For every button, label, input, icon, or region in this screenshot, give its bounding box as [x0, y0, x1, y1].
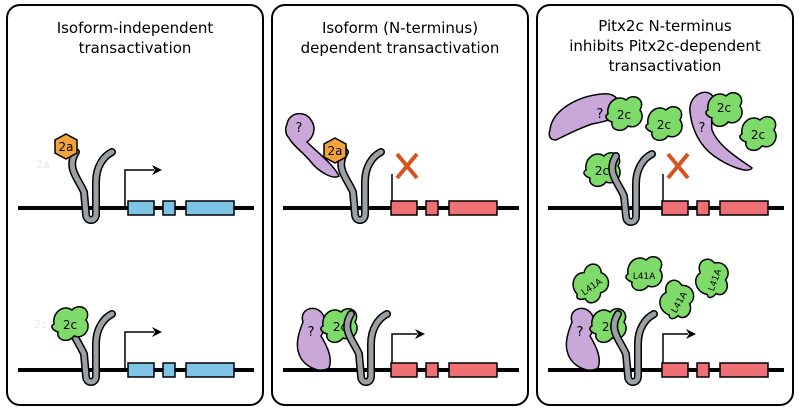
title-line-2: dependent transactivation — [300, 39, 500, 57]
partner-protein-icon — [284, 112, 340, 178]
panel-isoform-dependent: Isoform (N-terminus) dependent transacti… — [271, 4, 529, 406]
arrow-head — [415, 329, 425, 339]
panel-isoform-independent: Isoform-independent transactivation 2a 2… — [6, 4, 264, 406]
exon-box-icon — [390, 200, 418, 216]
hairpin-fill — [338, 149, 384, 223]
l41a-mutant: L41A — [572, 263, 610, 304]
exon-box-icon — [661, 362, 689, 378]
hairpin-fill — [344, 311, 390, 385]
isoform-2c-icon — [705, 92, 743, 128]
top-row: 2a 2a — [18, 133, 254, 224]
exon-box-icon — [719, 362, 769, 378]
exon-box-icon — [696, 362, 710, 378]
l41a-mutant: L41A — [659, 279, 695, 320]
arrow-head — [686, 329, 696, 339]
free-2c-monomer-right: 2c — [739, 116, 777, 152]
hairpin-fill — [69, 149, 115, 223]
exon-box-icon — [661, 200, 689, 216]
panel-title: Isoform (N-terminus) dependent transacti… — [273, 18, 527, 58]
free-2c-monomer: 2c — [645, 106, 683, 142]
exon-box-icon — [448, 362, 498, 378]
l41a-mutant: L41A — [694, 258, 729, 299]
top-row: ? 2a — [283, 112, 519, 224]
partner-label: ? — [577, 325, 584, 340]
promoter-arrow-icon — [662, 333, 688, 370]
panel-title: Pitx2c N-terminus inhibits Pitx2c-depend… — [538, 16, 792, 76]
factor-label: 2c — [595, 164, 609, 178]
promoter-arrow-icon — [391, 333, 417, 370]
free-complex-right: ? 2c — [689, 91, 754, 171]
isoform-2a-icon — [323, 137, 347, 164]
factor-label: 2c — [717, 101, 731, 115]
isoform-2c-icon — [51, 306, 89, 342]
arrow-head — [152, 327, 162, 337]
bottom-row: ? 2c — [283, 307, 519, 386]
factor-label: 2c — [751, 128, 765, 142]
arrow-head — [152, 165, 162, 175]
promoter-arrow-icon — [124, 331, 154, 370]
isoform-2c-icon — [605, 96, 643, 132]
panel-3-diagram: ? 2c 2c ? 2c 2c 2c — [548, 91, 784, 386]
mutant-cluster: L41A L41A L41A L41A — [572, 256, 729, 320]
factor-label: 2c — [617, 108, 631, 122]
exon-box-icon — [425, 200, 439, 216]
factor-label: 2c — [657, 118, 671, 132]
promoter-arrow-icon — [124, 169, 154, 208]
title-line-3: transactivation — [608, 57, 722, 75]
exon-box-icon — [390, 362, 418, 378]
panel-title: Isoform-independent transactivation — [8, 18, 262, 58]
panel-n-terminus-inhibition: Pitx2c N-terminus inhibits Pitx2c-depend… — [536, 4, 794, 406]
title-line-1: Isoform (N-terminus) — [321, 19, 479, 37]
panel-1-diagram: 2a 2a 2c 2c — [18, 133, 254, 386]
hairpin-fill — [611, 311, 657, 385]
faded-label: 2a — [36, 158, 50, 171]
exon-box-icon — [127, 200, 155, 216]
bottom-row: 2c 2c — [18, 306, 254, 386]
isoform-2c-icon — [739, 116, 777, 152]
exon-box-icon — [162, 200, 176, 216]
partner-label: ? — [308, 325, 315, 340]
cross-mark-icon — [666, 152, 690, 180]
free-complex-left: ? 2c — [548, 93, 643, 141]
bottom-row: ? 2c — [548, 307, 784, 386]
title-line-1: Isoform-independent — [56, 19, 214, 37]
title-line-2: transactivation — [78, 39, 192, 57]
isoform-2c-icon — [645, 106, 683, 142]
title-line-1: Pitx2c N-terminus — [598, 17, 732, 35]
title-line-2: inhibits Pitx2c-dependent — [569, 37, 761, 55]
isoform-2a-icon — [54, 133, 78, 160]
hairpin-fill — [609, 151, 655, 225]
exon-box-icon — [185, 362, 235, 378]
exon-box-icon — [448, 200, 498, 216]
cross-mark-icon — [395, 152, 419, 180]
panel-2-diagram: ? 2a ? 2c — [283, 112, 519, 386]
factor-label: 2a — [59, 140, 74, 154]
partner-label: ? — [296, 121, 303, 136]
top-row: 2c — [548, 150, 784, 226]
faded-label: 2c — [34, 318, 47, 331]
exon-box-icon — [696, 200, 710, 216]
factor-label: 2a — [328, 144, 343, 158]
factor-label: 2c — [63, 318, 77, 332]
partner-label: ? — [597, 107, 604, 122]
partner-label: ? — [699, 121, 706, 136]
mutant-label: L41A — [633, 272, 656, 282]
exon-box-icon — [185, 200, 235, 216]
exon-box-icon — [162, 362, 176, 378]
l41a-mutant: L41A — [625, 256, 663, 292]
exon-box-icon — [425, 362, 439, 378]
exon-box-icon — [127, 362, 155, 378]
exon-box-icon — [719, 200, 769, 216]
